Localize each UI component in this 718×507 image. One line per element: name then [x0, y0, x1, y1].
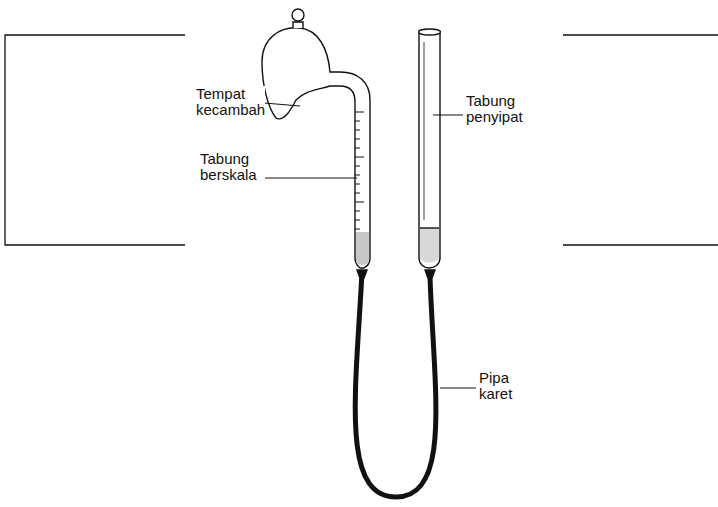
scale-mark [355, 139, 360, 140]
scale-mark [355, 220, 360, 221]
scale-mark [355, 229, 360, 230]
scale-mark [355, 121, 360, 122]
scale-mark [355, 112, 364, 113]
scale-mark [355, 148, 360, 149]
pipette-tube [419, 29, 441, 278]
part-label: Tabung penyipat [465, 93, 531, 125]
scale-marks [355, 112, 364, 229]
scale-mark [355, 157, 364, 158]
scale-mark [355, 166, 360, 167]
leader-lines [264, 103, 476, 388]
scale-mark [355, 202, 364, 203]
scale-mark [355, 130, 360, 131]
graduated-tube-bulb [262, 9, 370, 278]
scale-mark [355, 184, 360, 185]
part-label: Tempat kecambah [195, 86, 265, 118]
scale-mark [355, 175, 360, 176]
scale-mark [355, 193, 360, 194]
rubber-tube [355, 272, 436, 497]
scale-mark [355, 211, 360, 212]
part-label: Tabung berskala [199, 151, 265, 183]
part-label: Pipa karet [478, 370, 522, 402]
